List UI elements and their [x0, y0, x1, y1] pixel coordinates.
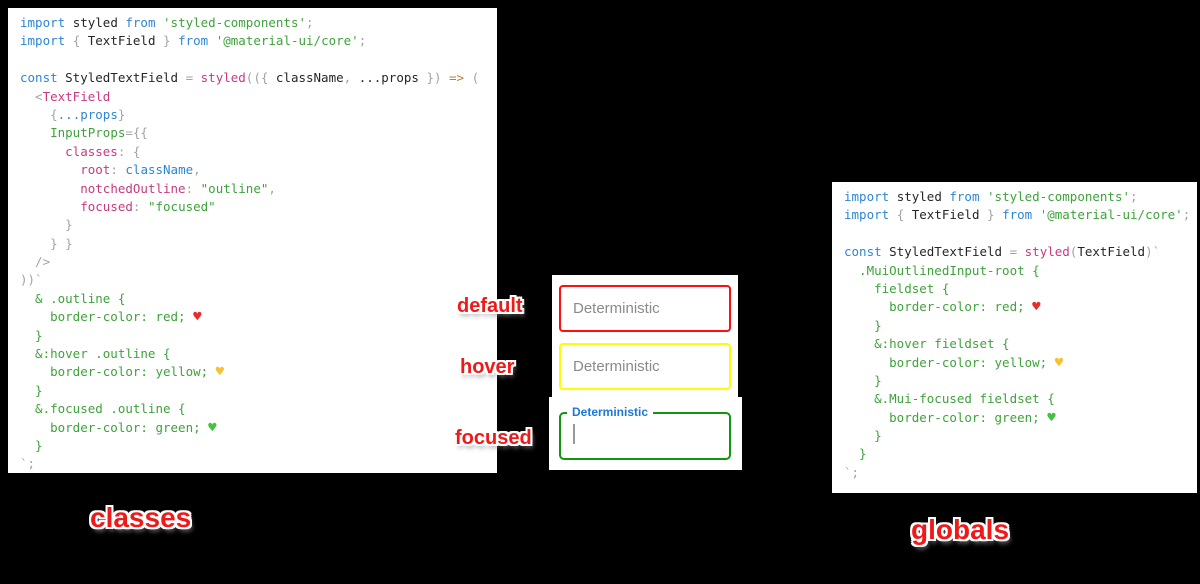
code-line: import styled from 'styled-components'; [844, 189, 1138, 204]
code-line: border-color: yellow; ♥ [844, 354, 1064, 371]
code-line: import { TextField } from '@material-ui/… [844, 207, 1191, 223]
code-line: notchedOutline: "outline", [80, 180, 276, 196]
code-line: } } [20, 235, 73, 251]
code-line: } [20, 327, 43, 343]
caption-classes: classes [90, 502, 192, 533]
textfield-hover[interactable]: Deterministic [559, 343, 731, 390]
code-line [844, 225, 1197, 243]
code-line: } [844, 428, 882, 444]
code-line: `; [20, 456, 36, 472]
code-line: } [844, 317, 882, 333]
textfield-default[interactable]: Deterministic [559, 285, 731, 332]
code-line: const StyledTextField = styled(TextField… [844, 244, 1161, 260]
code-block-globals: import styled from 'styled-components'; i… [832, 182, 1197, 493]
textfield-floating-label: Deterministic [567, 405, 654, 419]
code-line: } [20, 437, 43, 453]
code-line: border-color: yellow; ♥ [20, 364, 225, 381]
textfield-focused[interactable]: Deterministic [559, 405, 731, 460]
code-line [20, 51, 497, 69]
code-line: InputProps={{ [50, 125, 148, 141]
code-line: `; [844, 464, 860, 480]
code-block-classes: import styled from 'styled-components'; i… [8, 8, 497, 473]
caption-default: default [457, 295, 523, 317]
code-line: border-color: red; ♥ [20, 309, 202, 326]
code-line: &.focused .outline { [20, 401, 186, 417]
code-line: &.Mui-focused fieldset { [844, 391, 1055, 407]
code-line: } [844, 372, 882, 388]
caption-hover: hover [460, 356, 515, 378]
code-line: {...props} [20, 106, 126, 122]
code-line: /> [20, 254, 51, 270]
caption-focused: focused [455, 427, 532, 449]
code-line: } [844, 446, 867, 462]
code-line: import { TextField } from '@material-ui/… [20, 33, 367, 49]
code-line: } [20, 217, 73, 233]
textfield-focused-panel: Deterministic [549, 397, 742, 470]
code-line: import styled from 'styled-components'; [20, 15, 314, 30]
code-line: focused: "focused" [80, 198, 216, 214]
code-line: ))` [20, 272, 43, 288]
code-line: border-color: green; ♥ [844, 409, 1056, 426]
code-line: fieldset { [844, 280, 950, 296]
code-line: border-color: red; ♥ [844, 299, 1041, 316]
code-line: root: className, [80, 162, 201, 178]
code-line: classes: { [65, 143, 141, 159]
code-line: } [20, 382, 43, 398]
code-line: &:hover .outline { [20, 346, 171, 362]
code-line: & .outline { [20, 290, 126, 306]
text-cursor [573, 424, 575, 444]
textfield-placeholder: Deterministic [573, 300, 660, 317]
code-line: border-color: green; ♥ [20, 419, 217, 436]
code-line: &:hover fieldset { [844, 336, 1010, 352]
textfield-demo-panel: Deterministic Deterministic [552, 275, 738, 397]
textfield-placeholder: Deterministic [573, 358, 660, 375]
code-line: .MuiOutlinedInput-root { [844, 262, 1040, 278]
code-line: <TextField [20, 88, 111, 104]
code-line: const StyledTextField = styled(({ classN… [20, 70, 480, 86]
caption-globals: globals [911, 514, 1010, 545]
